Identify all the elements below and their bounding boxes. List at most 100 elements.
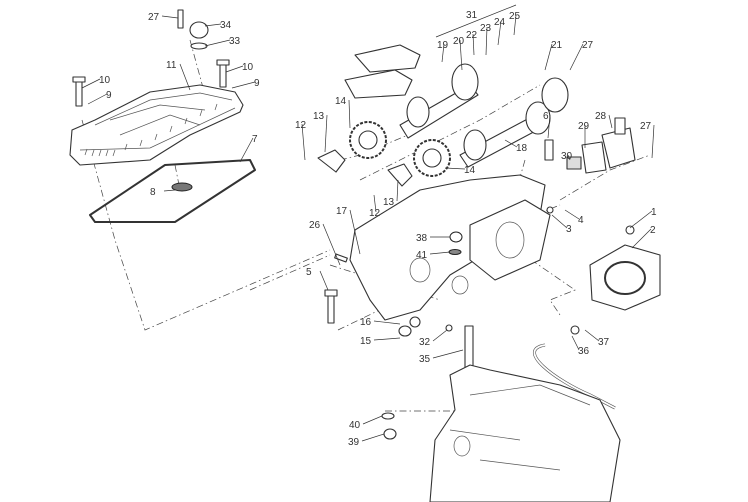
callout-12: 12 <box>295 120 307 131</box>
callout-15: 15 <box>360 336 372 347</box>
leader-line <box>567 154 571 161</box>
leader-line <box>584 329 600 342</box>
callout-7: 7 <box>252 134 258 145</box>
callout-13: 13 <box>383 197 395 208</box>
callout-2: 2 <box>650 225 656 236</box>
leader-line <box>361 433 385 442</box>
leader-line <box>373 320 401 325</box>
camshafts <box>399 63 569 168</box>
leader-line <box>324 114 328 153</box>
leader-line <box>504 139 518 148</box>
callout-17: 17 <box>336 206 348 217</box>
leader-line <box>396 179 399 202</box>
leader-line <box>322 223 341 266</box>
callout-38: 38 <box>416 233 428 244</box>
callout-27: 27 <box>640 121 652 132</box>
leader-line <box>319 270 329 291</box>
callout-30: 30 <box>561 151 573 162</box>
callout-37: 37 <box>598 337 610 348</box>
leader-line <box>432 349 464 359</box>
callout-40: 40 <box>349 420 361 431</box>
leader-line <box>444 167 466 170</box>
cylinder-head <box>349 174 551 321</box>
intake-flange <box>589 244 661 311</box>
callout-19: 19 <box>437 40 449 51</box>
leader-line <box>225 65 244 73</box>
leader-line <box>571 335 580 351</box>
callout-27: 27 <box>582 40 594 51</box>
leader-line <box>204 23 222 27</box>
leader-line <box>564 209 580 220</box>
leader-line <box>513 14 517 36</box>
callout-39: 39 <box>348 437 360 448</box>
callout-6: 6 <box>543 111 549 122</box>
callout-41: 41 <box>416 250 428 261</box>
leader-line <box>441 43 445 63</box>
callout-1: 1 <box>651 207 657 218</box>
crankcase <box>429 364 621 502</box>
leader-line <box>432 329 448 342</box>
leader-line <box>373 337 401 341</box>
callout-24: 24 <box>494 17 506 28</box>
callout-27: 27 <box>148 12 160 23</box>
callout-11: 11 <box>166 60 177 71</box>
callout-22: 22 <box>466 30 478 41</box>
leader-line <box>485 26 488 56</box>
leader-line <box>231 81 256 89</box>
leader-line <box>161 15 179 19</box>
callout-25: 25 <box>509 11 521 22</box>
leader-line <box>204 39 231 47</box>
callout-28: 28 <box>595 111 607 122</box>
leader-line <box>569 43 584 71</box>
group-bracket-31 <box>435 4 517 38</box>
callout-23: 23 <box>480 23 492 34</box>
leader-line <box>429 251 451 255</box>
leader-line <box>497 20 502 46</box>
leader-line <box>179 63 191 91</box>
callout-12: 12 <box>369 208 381 219</box>
leader-line <box>651 124 655 159</box>
leader-line <box>362 415 383 425</box>
leader-line <box>459 39 463 71</box>
callout-36: 36 <box>578 346 590 357</box>
cam-sprockets <box>317 121 451 187</box>
callout-14: 14 <box>335 96 347 107</box>
callout-13: 13 <box>313 111 325 122</box>
hose <box>533 343 616 410</box>
callout-21: 21 <box>551 40 563 51</box>
callout-3: 3 <box>566 224 572 235</box>
callout-14: 14 <box>464 165 476 176</box>
callout-35: 35 <box>419 354 431 365</box>
callout-31: 31 <box>466 10 478 21</box>
breather-fitting <box>177 9 209 50</box>
callout-16: 16 <box>360 317 372 328</box>
leader-line <box>163 189 176 192</box>
leader-line <box>629 210 653 229</box>
callout-5: 5 <box>306 267 312 278</box>
callout-9: 9 <box>106 90 112 101</box>
callout-4: 4 <box>578 215 584 226</box>
callout-29: 29 <box>578 121 590 132</box>
callout-26: 26 <box>309 220 321 231</box>
leader-line <box>348 99 351 129</box>
leader-line <box>239 137 254 163</box>
leader-line <box>373 194 377 213</box>
callout-32: 32 <box>419 337 431 348</box>
valve-cover-gasket <box>89 159 256 223</box>
leader-line <box>81 78 101 89</box>
leader-line <box>301 123 306 161</box>
leader-line <box>608 114 613 129</box>
leader-line <box>551 214 568 229</box>
callout-9: 9 <box>254 78 260 89</box>
small-parts <box>334 206 635 440</box>
valve-cover <box>69 84 244 166</box>
callout-18: 18 <box>516 143 528 154</box>
callout-8: 8 <box>150 187 156 198</box>
leader-line <box>472 33 475 56</box>
leader-line <box>349 209 361 255</box>
callout-33: 33 <box>229 36 241 47</box>
water-fitting <box>544 117 636 174</box>
